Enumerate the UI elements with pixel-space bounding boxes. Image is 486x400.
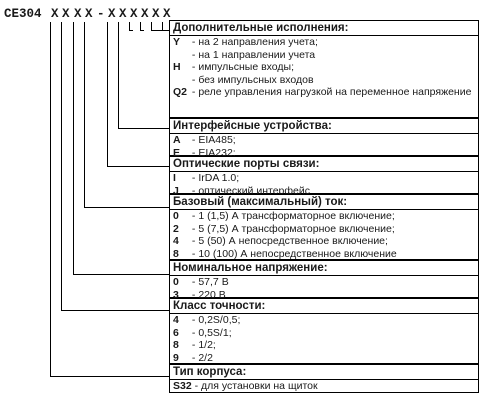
group-accuracy-class: Класс точности: 4 - 0,2S/0,5; 6 - 0,5S/1… bbox=[169, 298, 479, 364]
slot-3: X bbox=[74, 7, 82, 21]
list-item: Q2 - реле управления нагрузкой на переме… bbox=[173, 86, 472, 98]
list-item: H - импульсные входы; bbox=[173, 61, 294, 73]
connector-extra-2 bbox=[140, 22, 144, 31]
connector-corpus bbox=[50, 22, 169, 377]
list-item: 0 - 1 (1,5) А трансформаторное включение… bbox=[173, 210, 395, 222]
slot-7: X bbox=[130, 7, 138, 21]
slot-6: X bbox=[119, 7, 127, 21]
connector-voltage bbox=[73, 22, 169, 275]
group-base-current: Базовый (максимальный) ток: 0 - 1 (1,5) … bbox=[169, 194, 479, 260]
group-title: Интерфейсные устройства: bbox=[170, 119, 478, 134]
list-item: - на 1 направлении учета bbox=[191, 48, 316, 61]
list-item: 8 - 10 (100) А непосредственное включени… bbox=[173, 247, 397, 260]
slot-5: X bbox=[108, 7, 116, 21]
group-title: Дополнительные исполнения: bbox=[170, 21, 478, 36]
list-item: S32 - для установки на щиток bbox=[173, 380, 318, 392]
connector-interface bbox=[118, 22, 169, 129]
group-title: Номинальное напряжение: bbox=[170, 261, 478, 276]
list-item: 3 - 220 В bbox=[173, 288, 226, 301]
group-title: Класс точности: bbox=[170, 299, 478, 314]
list-item: 9 - 2/2 bbox=[173, 351, 213, 364]
slot-10: X bbox=[163, 7, 171, 21]
list-item: 4 - 5 (50) А непосредственное включение; bbox=[173, 235, 388, 247]
list-item: 0 - 57,7 В bbox=[173, 276, 229, 288]
list-item: I - IrDA 1.0; bbox=[173, 172, 240, 184]
list-item: E - EIA232; bbox=[173, 146, 236, 159]
group-title: Базовый (максимальный) ток: bbox=[170, 195, 478, 210]
connector-current bbox=[84, 22, 169, 208]
list-item: A - EIA485; bbox=[173, 134, 236, 146]
connector-optical bbox=[107, 22, 169, 167]
group-title: Тип корпуса: bbox=[170, 365, 478, 380]
slot-1: X bbox=[51, 7, 59, 21]
slot-2: X bbox=[62, 7, 70, 21]
slot-8: X bbox=[141, 7, 149, 21]
group-housing-type: Тип корпуса: S32 - для установки на щито… bbox=[169, 364, 479, 393]
group-optical-ports: Оптические порты связи: I - IrDA 1.0; J … bbox=[169, 156, 479, 197]
list-item: 6 - 0,5S/1; bbox=[173, 326, 232, 339]
list-item: - без импульсных входов bbox=[191, 73, 314, 86]
list-item: J - оптический интерфейс bbox=[173, 184, 310, 197]
connector-accuracy bbox=[61, 22, 169, 311]
connector-extra-1 bbox=[151, 22, 169, 31]
list-item: 4 - 0,2S/0,5; bbox=[173, 314, 241, 326]
group-extra-options: Дополнительные исполнения: Y - на 2 напр… bbox=[169, 20, 479, 118]
group-nominal-voltage: Номинальное напряжение: 0 - 57,7 В 3 - 2… bbox=[169, 260, 479, 301]
slot-4: X bbox=[85, 7, 93, 21]
list-item: 8 - 1/2; bbox=[173, 339, 216, 351]
model-code: CE304 bbox=[4, 7, 42, 21]
slot-dash: - bbox=[97, 7, 105, 21]
list-item: Y - на 2 направления учета; bbox=[173, 36, 318, 48]
group-interfaces: Интерфейсные устройства: A - EIA485; E -… bbox=[169, 118, 479, 159]
slot-9: X bbox=[152, 7, 160, 21]
list-item: 2 - 5 (7,5) А трансформаторное включение… bbox=[173, 222, 395, 235]
connector-extra-3 bbox=[129, 22, 133, 31]
group-title: Оптические порты связи: bbox=[170, 157, 478, 172]
